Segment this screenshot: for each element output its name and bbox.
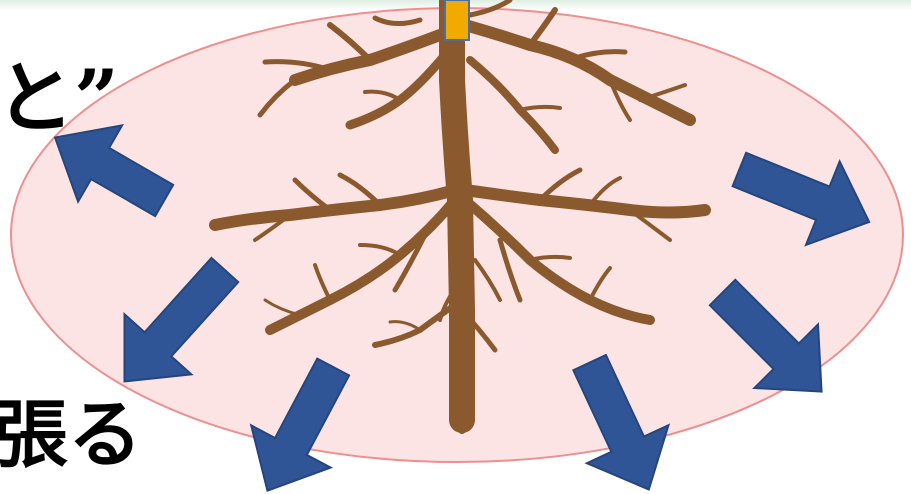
slide-text-fragment-bottom: 張る: [0, 398, 142, 472]
slide-text-fragment-top: と”: [0, 60, 119, 138]
plant-stem: [445, 0, 469, 40]
